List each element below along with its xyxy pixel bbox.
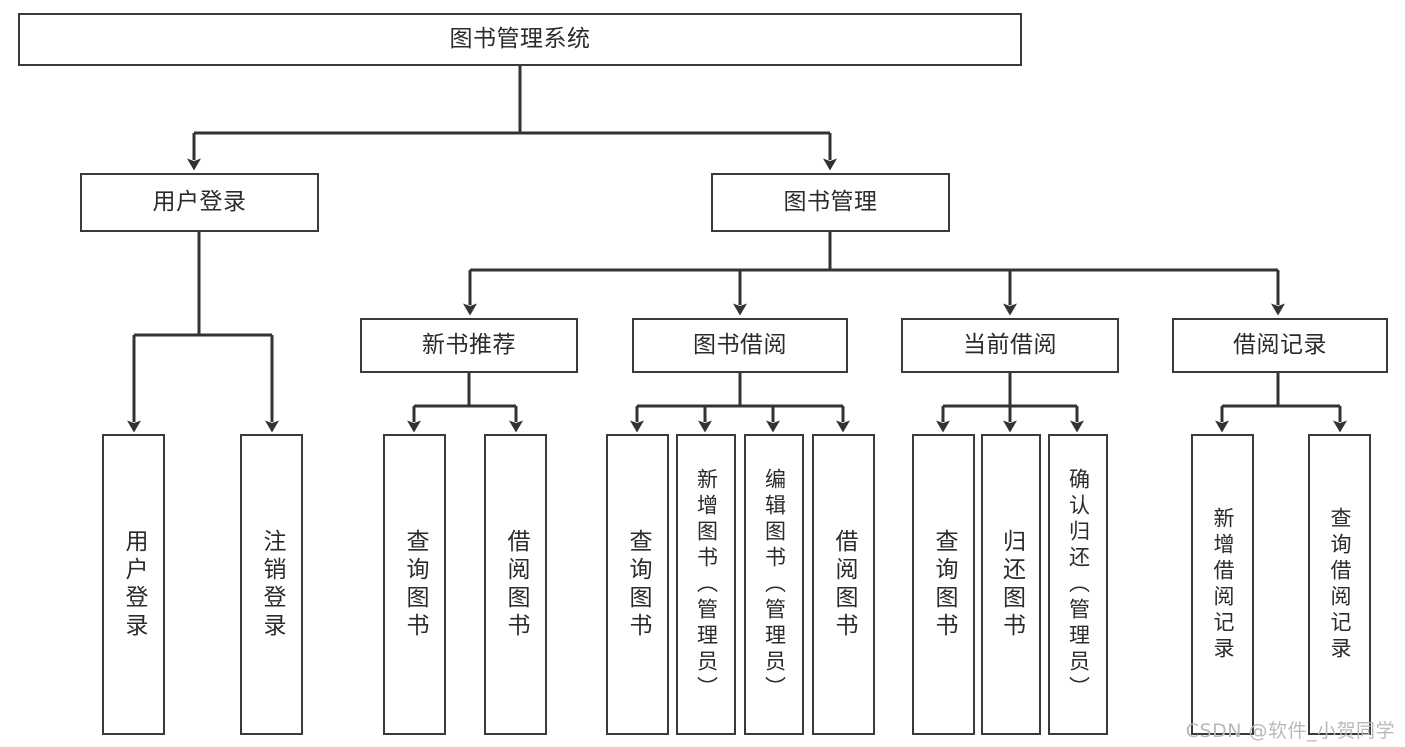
leaf-record-query-record[interactable]: 查询借阅记录 [1308, 434, 1371, 735]
leaf-label: 新增图书（管理员） [694, 467, 719, 702]
leaf-label: 注销登录 [259, 528, 285, 641]
leaf-label: 归还图书 [998, 528, 1025, 641]
leaf-borrow-add-book-admin[interactable]: 新增图书（管理员） [676, 434, 736, 735]
leaf-label: 查询图书 [402, 528, 428, 641]
leaf-current-query-book[interactable]: 查询图书 [912, 434, 975, 735]
leaf-borrow-edit-book-admin[interactable]: 编辑图书（管理员） [744, 434, 804, 735]
leaf-current-confirm-return-admin[interactable]: 确认归还（管理员） [1048, 434, 1108, 735]
node-current-borrow[interactable]: 当前借阅 [901, 318, 1119, 373]
leaf-label: 编辑图书（管理员） [762, 467, 787, 702]
watermark: CSDN @软件_小贺同学 [1185, 720, 1395, 742]
leaf-recommend-borrow-book[interactable]: 借阅图书 [484, 434, 547, 735]
leaf-label: 查询借阅记录 [1328, 506, 1352, 663]
node-root[interactable]: 图书管理系统 [18, 13, 1022, 66]
leaf-label: 查询图书 [931, 528, 957, 641]
leaf-label: 新增借阅记录 [1211, 506, 1235, 663]
node-root-label: 图书管理系统 [449, 26, 591, 53]
leaf-label: 确认归还（管理员） [1066, 467, 1091, 702]
node-book-management-label: 图书管理 [783, 189, 878, 216]
leaf-current-return-book[interactable]: 归还图书 [981, 434, 1041, 735]
leaf-recommend-query-book[interactable]: 查询图书 [383, 434, 446, 735]
leaf-user-login-login[interactable]: 用户登录 [102, 434, 165, 735]
leaf-borrow-borrow-book[interactable]: 借阅图书 [812, 434, 875, 735]
node-new-book-recommend-label: 新书推荐 [422, 332, 516, 359]
node-borrow-record[interactable]: 借阅记录 [1172, 318, 1388, 373]
node-new-book-recommend[interactable]: 新书推荐 [360, 318, 578, 373]
node-current-borrow-label: 当前借阅 [963, 332, 1057, 359]
leaf-label: 查询图书 [625, 528, 651, 641]
node-book-borrow[interactable]: 图书借阅 [632, 318, 848, 373]
leaf-user-login-logout[interactable]: 注销登录 [240, 434, 303, 735]
leaf-label: 借阅图书 [503, 528, 529, 641]
node-user-login-label: 用户登录 [152, 189, 247, 216]
leaf-label: 借阅图书 [831, 528, 857, 641]
node-book-borrow-label: 图书借阅 [693, 332, 787, 359]
leaf-borrow-query-book[interactable]: 查询图书 [606, 434, 669, 735]
node-book-management[interactable]: 图书管理 [711, 173, 950, 232]
node-borrow-record-label: 借阅记录 [1233, 332, 1327, 359]
node-user-login[interactable]: 用户登录 [80, 173, 319, 232]
leaf-label: 用户登录 [121, 528, 147, 641]
leaf-record-add-record[interactable]: 新增借阅记录 [1191, 434, 1254, 735]
